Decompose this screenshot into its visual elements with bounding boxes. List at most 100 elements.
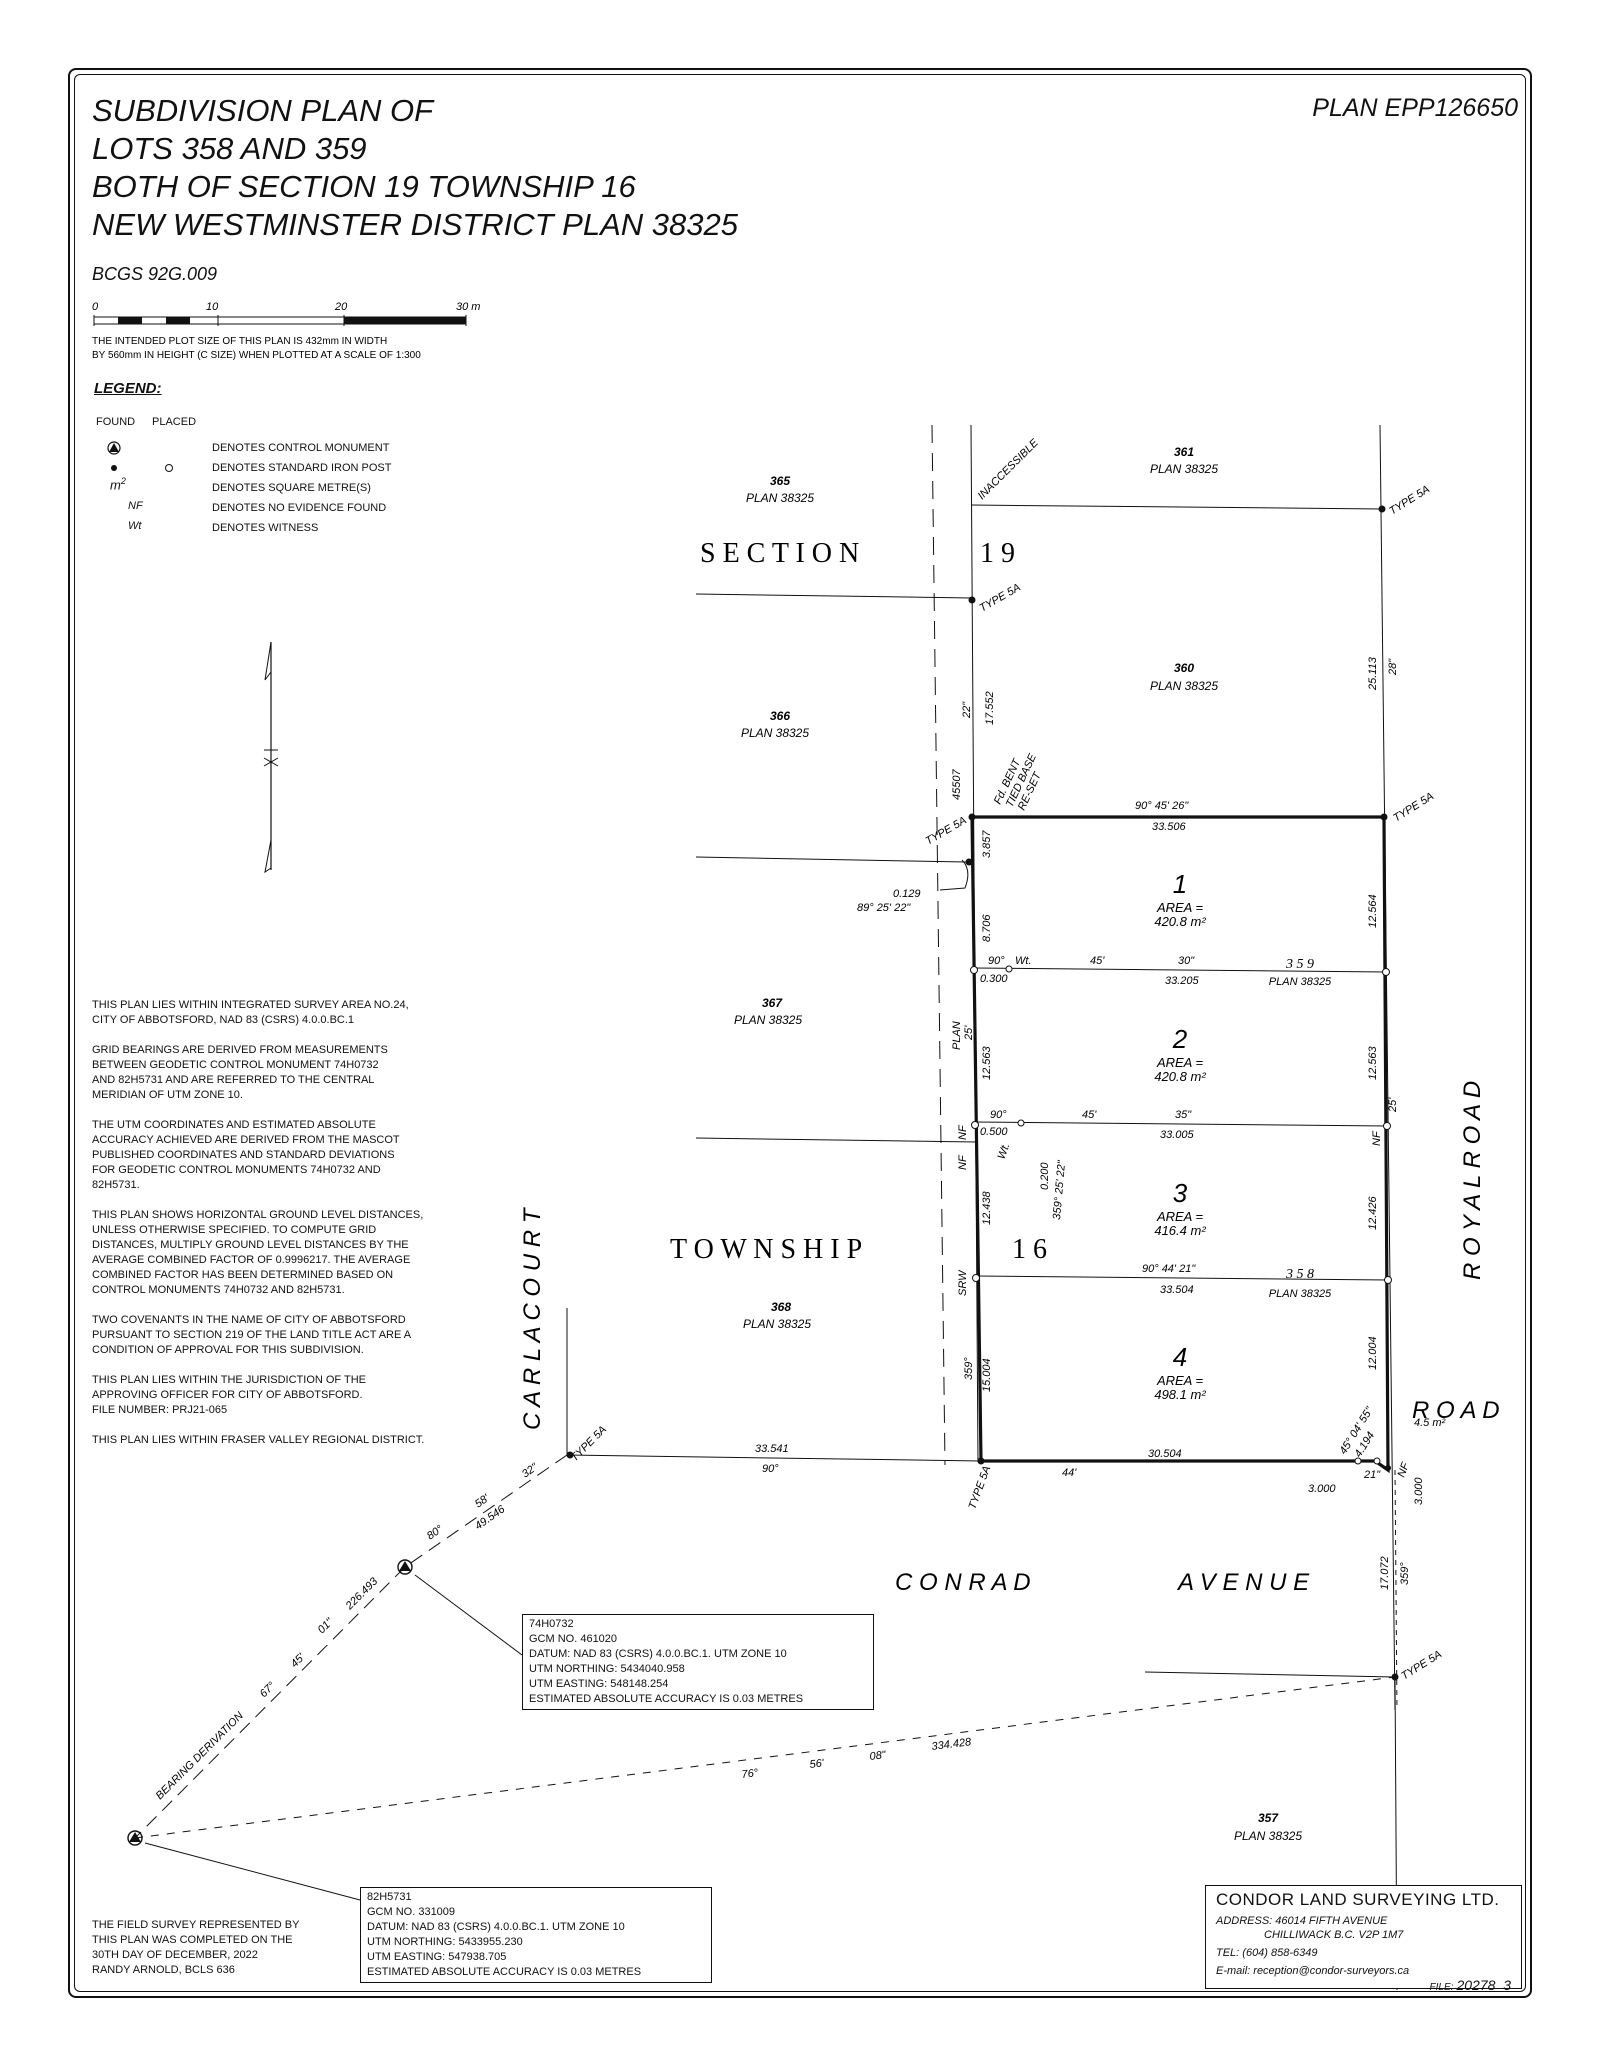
note-paragraph: THIS PLAN LIES WITHIN FRASER VALLEY REGI… [92, 1434, 425, 1446]
lot-2-number: 2 [1172, 1024, 1188, 1054]
type5a-label: TYPE 5A [924, 815, 969, 848]
dim-3000-a: 3.000 [1308, 1483, 1336, 1495]
lot-3-area: 416.4 m² [1154, 1223, 1206, 1238]
dim-17072: 17.072 [1379, 1556, 1391, 1590]
bcgs-number: BCGS 92G.009 [92, 264, 218, 284]
dim-0300: 0.300 [980, 973, 1008, 985]
lot-3-number: 3 [1173, 1178, 1188, 1208]
nf-label: NF [1396, 1460, 1413, 1479]
plan-ref: PLAN 38325 [1234, 1829, 1302, 1843]
len-1: 33.205 [1165, 975, 1200, 987]
note-paragraph: GRID BEARINGS ARE DERIVED FROM MEASUREME… [92, 1044, 388, 1101]
dim-12564: 12.564 [1367, 894, 1379, 928]
base-334428: 334.428 [931, 1736, 973, 1753]
royal-road-label: R O Y A L R O A D [1459, 1081, 1486, 1280]
company-file: FILE: 20278_3 [1429, 1977, 1511, 1993]
dim-12563: 12.563 [981, 1045, 993, 1080]
dim-0129: 0.129 [893, 888, 921, 900]
scale-tick-10: 10 [206, 301, 219, 313]
lot-4-number: 4 [1173, 1342, 1187, 1372]
bd-58: 58' [473, 1492, 492, 1511]
srw-label: SRW [957, 1269, 969, 1296]
iron-post-found-icon [111, 465, 117, 471]
bearing-derivation-label: BEARING DERIVATION [154, 1710, 246, 1802]
dim-25-r: 25' [1387, 1097, 1399, 1113]
note-paragraph: THE UTM COORDINATES AND ESTIMATED ABSOLU… [92, 1119, 400, 1191]
bottom-brg-left: 90° [762, 1463, 779, 1475]
lot-2-area: 420.8 m² [1154, 1069, 1206, 1084]
lot-1-area-label: AREA = [1156, 900, 1204, 915]
base-76: 76° [741, 1767, 760, 1781]
north-arrow-icon [263, 641, 279, 874]
conrad-label: C O N R A D [895, 1569, 1031, 1596]
legend-heading: LEGEND: [94, 380, 162, 397]
len-3: 33.504 [1160, 1284, 1194, 1296]
section-number: 1 9 [980, 538, 1015, 569]
type5a-label: TYPE 5A [1387, 483, 1432, 517]
plan-ref: PLAN 38325 [1269, 1288, 1332, 1300]
company-tel: TEL: (604) 858-6349 [1216, 1947, 1318, 1959]
wt1-bearing: 90° [988, 955, 1005, 967]
type5a-label: TYPE 5A [1399, 1648, 1444, 1682]
plan-number: PLAN EPP126650 [1312, 94, 1518, 122]
brg-2a: 90° [990, 1109, 1007, 1121]
brg-2b: 45' [1082, 1109, 1097, 1121]
plan-ref: PLAN 38325 [1150, 462, 1218, 476]
title-line: SUBDIVISION PLAN OF [92, 93, 434, 128]
base-56: 56' [809, 1757, 826, 1771]
lot-1-area: 420.8 m² [1154, 914, 1206, 929]
scale-tick-20: 20 [334, 301, 348, 313]
plan-title: SUBDIVISION PLAN OF LOTS 358 AND 359 BOT… [92, 92, 738, 244]
title-line: BOTH OF SECTION 19 TOWNSHIP 16 [92, 169, 636, 204]
legend-wt-symbol: Wt [128, 520, 142, 532]
control-monument-icon [107, 441, 121, 455]
plan-ref: PLAN 38325 [743, 1317, 811, 1331]
dim-0500: 0.500 [980, 1126, 1008, 1138]
scale-tick-30: 30 m [456, 301, 480, 313]
lot-366-label: 366 [770, 709, 790, 723]
legend-col-placed: PLACED [152, 416, 197, 428]
scale-note-1: THE INTENDED PLOT SIZE OF THIS PLAN IS 4… [92, 336, 387, 347]
brg-0129: 89° 25' 22" [857, 902, 911, 914]
brg-top: 90° 45' 26" [1135, 800, 1189, 812]
township-number: 1 6 [1012, 1234, 1047, 1265]
plan-ref: PLAN 38325 [1150, 679, 1218, 693]
len-2: 33.005 [1160, 1129, 1195, 1141]
len-top: 33.506 [1152, 821, 1187, 833]
lot-2-area-label: AREA = [1156, 1055, 1204, 1070]
carla-court-label: C A R L A C O U R T [519, 1206, 546, 1430]
dim-12438: 12.438 [981, 1190, 993, 1225]
scale-tick-0: 0 [92, 301, 99, 313]
dim-28: 28" [1387, 658, 1399, 676]
lot-1-number: 1 [1173, 869, 1187, 899]
company-box: CONDOR LAND SURVEYING LTD. ADDRESS: 4601… [1205, 1885, 1522, 1993]
note-paragraph: THIS PLAN LIES WITHIN THE JURISDICTION O… [92, 1374, 367, 1416]
bottom-len-left: 33.541 [755, 1443, 789, 1455]
legend-item: DENOTES WITNESS [212, 522, 319, 534]
avenue-label: A V E N U E [1176, 1569, 1310, 1596]
control-monument-icon [397, 1559, 413, 1575]
company-email[interactable]: E-mail: reception@condor-surveyors.ca [1216, 1965, 1410, 1977]
bd-32: 32" [520, 1461, 541, 1481]
bottom-44: 44' [1062, 1467, 1077, 1479]
legend-item: DENOTES SQUARE METRE(S) [212, 482, 371, 494]
lot-365-label: 365 [770, 474, 790, 488]
section-word: S E C T I O N [700, 538, 859, 569]
nf-label: NF [1371, 1130, 1383, 1146]
legend-m2-symbol: m2 [110, 476, 126, 493]
dim-0200: 0.200 [1039, 1162, 1051, 1190]
dim-15004: 15.004 [981, 1358, 993, 1392]
company-address-1: ADDRESS: 46014 FIFTH AVENUE [1216, 1915, 1388, 1927]
lot-368-label: 368 [771, 1300, 791, 1314]
inaccessible-label: INACCESSIBLE [976, 437, 1042, 503]
type5a-label: TYPE 5A [967, 1464, 994, 1511]
bd-80: 80° [425, 1523, 446, 1543]
company-name: CONDOR LAND SURVEYING LTD. [1216, 1890, 1500, 1909]
base-08: 08" [869, 1749, 888, 1763]
company-address-2: CHILLIWACK B.C. V2P 1M7 [1264, 1929, 1404, 1941]
scale-bar: 0 10 20 30 m THE INTENDED PLOT SIZE OF T… [92, 301, 480, 361]
dim-12426: 12.426 [1367, 1195, 1379, 1230]
